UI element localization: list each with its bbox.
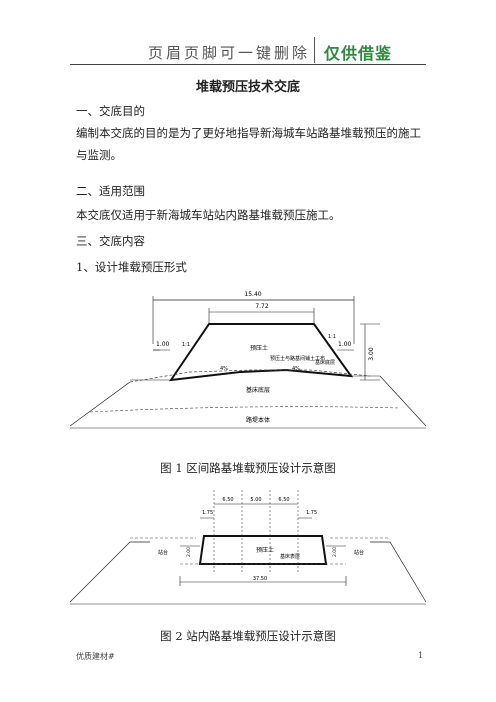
slope-right-label: 1:1 <box>328 334 336 340</box>
layer-label: 基床底层 <box>315 359 335 366</box>
section-3-sub1: 1、设计堆载预压形式 <box>76 260 187 274</box>
section-2-text: 本交底仅适用于新海城车站站内路基堆载预压施工。 <box>76 208 341 222</box>
dim-c-label: 6.50 <box>278 497 289 503</box>
dim-b-label: 5.00 <box>250 497 261 503</box>
page-number: 1 <box>418 651 424 660</box>
header-divider <box>314 37 315 63</box>
dim-left-label: 1.00 <box>156 341 170 348</box>
figure-2-diagram: 6.50 5.00 6.50 1.75 1.75 37.50 预压土 基床表层 … <box>70 490 426 605</box>
geotextile-label: 预压土与路基间铺土工布 <box>270 355 325 362</box>
footer-note: 优质建材# <box>76 652 115 661</box>
side-right-label: 站台 <box>354 549 364 556</box>
embankment-slope <box>70 375 426 427</box>
figure-2-caption: 图 2 站内路基堆载预压设计示意图 <box>160 629 336 643</box>
preload-fill-outline <box>168 323 354 382</box>
dim-a-label: 6.50 <box>222 497 233 503</box>
header-watermark: 仅供借鉴 <box>324 44 393 63</box>
base-line <box>89 406 401 413</box>
fill-label: 预压土 <box>250 344 268 352</box>
document-title: 堆载预压技术交底 <box>195 80 300 95</box>
section-1-text: 编制本交底的目的是为了更好地指导新海城车站路基堆载预压的施工与监测。 <box>76 126 421 162</box>
dim-height-label: 3.00 <box>368 347 375 361</box>
dim-right-label: 1.75 <box>306 510 317 516</box>
dim-right-label: 1.00 <box>338 341 352 348</box>
preload-fill-outline-2 <box>198 535 328 565</box>
h-left-label: 2.00 <box>186 547 192 557</box>
slope-l2-label: 4% <box>220 366 228 372</box>
h-right-label: 2.00 <box>332 547 338 557</box>
layer-label-2: 基床表层 <box>280 553 300 560</box>
dim-top-label: 15.40 <box>244 291 261 298</box>
dim-top2-label: 7.72 <box>255 303 269 310</box>
fill-label-2: 预压土 <box>256 546 274 554</box>
section-2-heading: 二、适用范围 <box>76 184 145 198</box>
figure-1-diagram: 15.40 7.72 1.00 1.00 3.00 1:1 1:1 4% 4% … <box>70 291 426 429</box>
header-note: 页眉页脚可一键删除 <box>148 44 311 62</box>
bed-label: 基床底层 <box>246 386 270 394</box>
embankment-slope-2 <box>70 541 426 603</box>
section-1-heading: 一、交底目的 <box>76 104 145 118</box>
dim-bottom-label: 37.50 <box>253 576 267 582</box>
dim-left-label: 1.75 <box>202 510 213 516</box>
side-left-label: 站台 <box>158 549 168 556</box>
section-3-heading: 三、交底内容 <box>76 234 145 248</box>
figure-1-caption: 图 1 区间路基堆载预压设计示意图 <box>160 461 336 475</box>
slope-r2-label: 4% <box>292 366 300 372</box>
subgrade-line <box>129 369 371 383</box>
base-label: 路堤本体 <box>246 416 270 424</box>
slope-left-label: 1:1 <box>182 342 190 348</box>
page-header: 页眉页脚可一键删除 仅供借鉴 <box>70 34 426 65</box>
